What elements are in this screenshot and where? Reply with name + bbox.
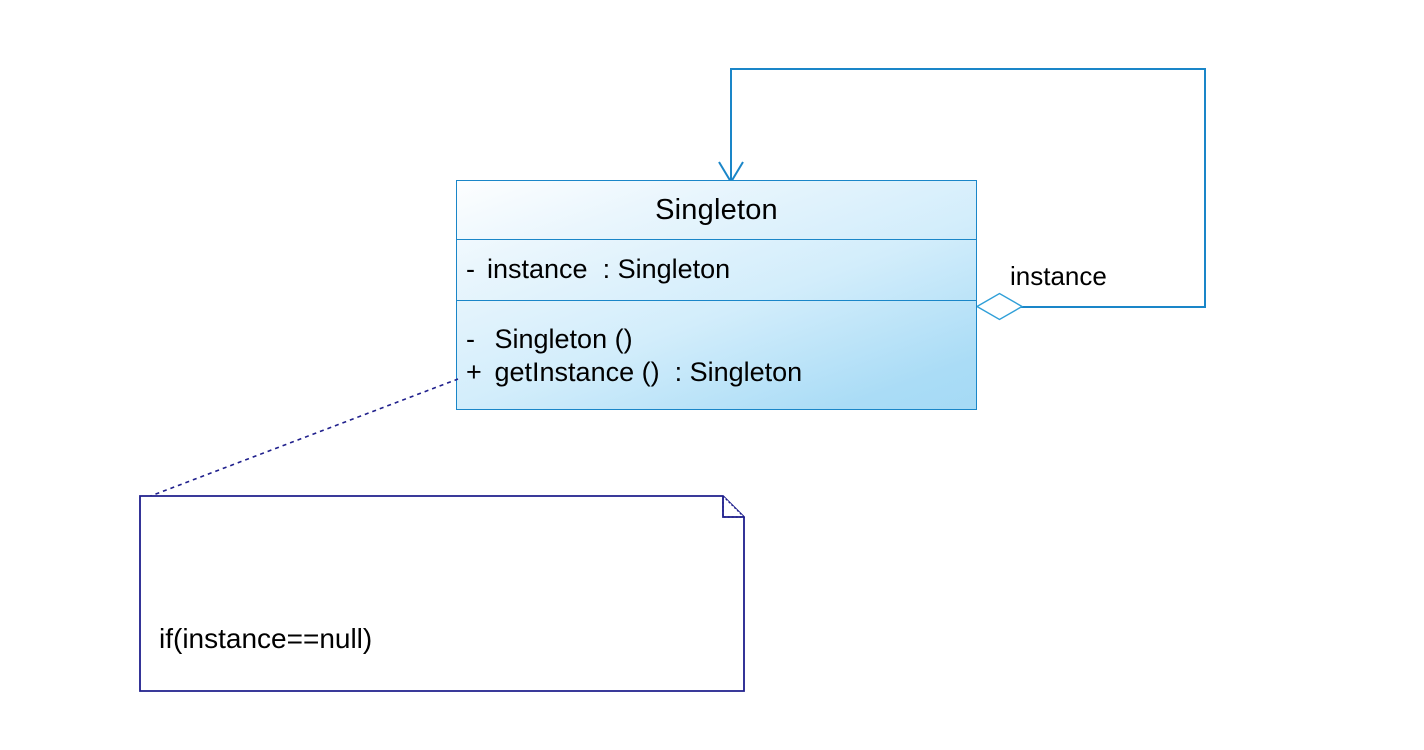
method-signature: Singleton () xyxy=(487,324,633,355)
method-signature: getInstance () : Singleton xyxy=(487,357,803,387)
attribute-visibility: - xyxy=(466,254,475,285)
note-line: if(instance==null) xyxy=(159,623,373,654)
method-row: - Singleton () xyxy=(457,323,976,356)
note-box[interactable]: if(instance==null) instance=new Singleto… xyxy=(139,495,745,692)
association-arrow-icon xyxy=(718,161,744,183)
association-label: instance xyxy=(1010,261,1107,291)
association-segment-right xyxy=(1204,68,1206,308)
attribute-row: - instance : Singleton xyxy=(457,255,976,285)
class-box-singleton[interactable]: Singleton - instance : Singleton - Singl… xyxy=(456,180,977,410)
aggregation-diamond-icon xyxy=(976,292,1023,321)
association-segment-top xyxy=(731,68,1206,70)
method-row: + getInstance () : Singleton xyxy=(457,356,976,389)
class-attributes-compartment: - instance : Singleton xyxy=(457,240,976,301)
note-text: if(instance==null) instance=new Singleto… xyxy=(159,516,729,750)
class-methods-compartment: - Singleton () + getInstance () : Single… xyxy=(457,301,976,409)
attribute-signature: instance : Singleton xyxy=(487,254,731,285)
association-segment-down xyxy=(730,68,732,182)
method-visibility: + xyxy=(466,357,482,387)
class-name: Singleton xyxy=(457,181,976,240)
association-segment-bottom xyxy=(1021,306,1206,308)
note-shape-icon xyxy=(139,495,745,692)
method-visibility: - xyxy=(466,324,475,355)
note-anchor-line xyxy=(147,378,459,498)
